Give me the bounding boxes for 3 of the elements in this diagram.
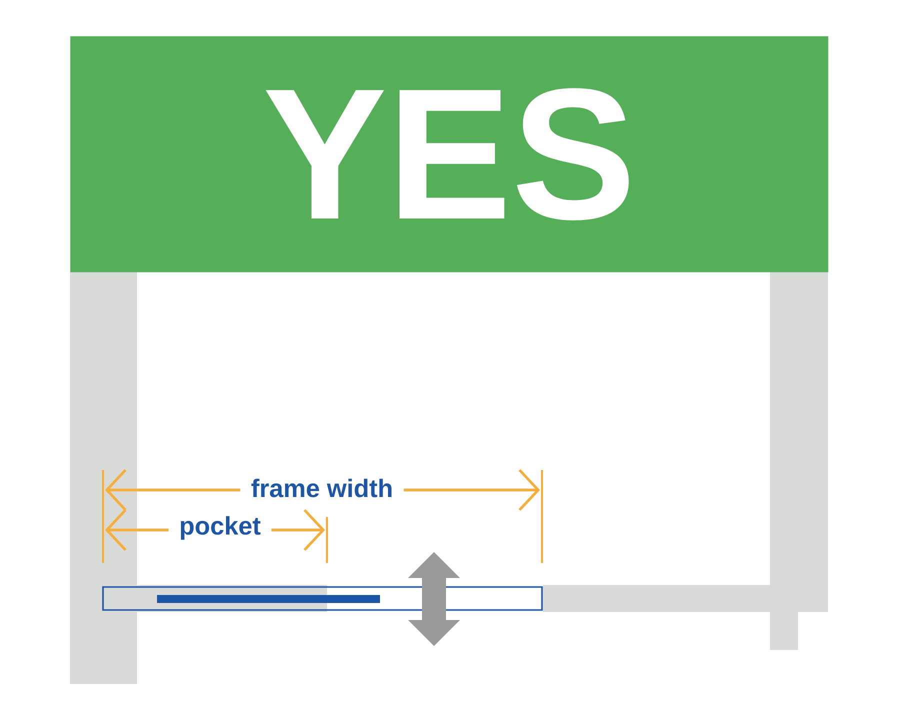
dimension-label: frame width xyxy=(240,477,404,499)
banner: YES xyxy=(70,36,828,272)
dimension-label: pocket xyxy=(168,514,272,542)
